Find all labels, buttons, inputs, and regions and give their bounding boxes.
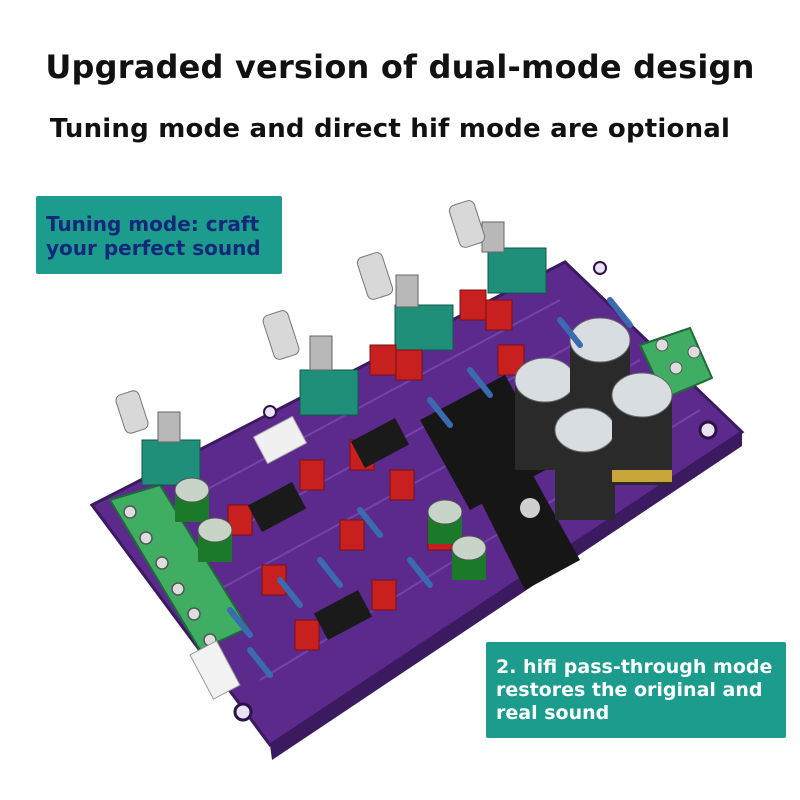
mounting-hole [698,420,718,440]
potentiometer [356,252,454,351]
electrolytic-capacitor [554,407,616,520]
potentiometer [448,200,547,294]
ic-chip [247,482,307,532]
hifi-mode-callout: 2. hifi pass-through mode restores the o… [486,642,786,738]
small-capacitor [174,477,210,522]
resistors [227,297,633,678]
hifi-callout-line-1: 2. hifi pass-through mode [496,656,773,678]
heat-sink [480,470,580,590]
small-capacitor [451,535,487,580]
electrolytic-capacitor [611,372,673,485]
headline-title: Upgraded version of dual-mode design [45,48,755,86]
hifi-callout-line-2: restores the original and [496,678,763,701]
tuning-callout-line-1: Tuning mode: craft [46,212,260,236]
small-capacitor [197,517,233,562]
relay [252,415,308,465]
potentiometer [262,310,359,416]
tuning-callout-line-2: your perfect sound [46,236,261,260]
film-capacitors [227,289,525,651]
ic-chip [313,590,373,640]
ic-chip [350,418,410,468]
mounting-hole [593,261,607,275]
headline-subtitle: Tuning mode and direct hif mode are opti… [49,114,731,144]
mounting-hole [263,405,277,419]
connector-white [189,640,241,700]
mounting-hole [233,702,253,722]
tuning-mode-callout: Tuning mode: craft your perfect sound [36,196,282,274]
hifi-callout-line-3: real sound [496,701,610,724]
small-capacitor [427,499,463,544]
potentiometer [115,390,201,486]
